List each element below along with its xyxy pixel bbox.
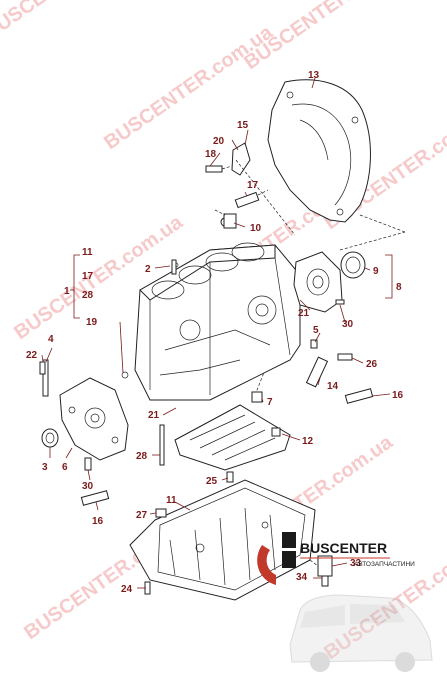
- bolt-28-part: [159, 424, 165, 466]
- watermark: BUSCENTER.com.ua: [100, 21, 277, 154]
- callout-label: 12: [302, 436, 314, 447]
- callout-label: 25: [206, 476, 218, 487]
- callout-label: 13: [308, 70, 320, 81]
- callout-label: 17: [82, 271, 94, 282]
- callout-bracket-8: [385, 254, 393, 299]
- callout-label: 28: [136, 451, 148, 462]
- bolt-16-left-part: [80, 490, 110, 506]
- bushing-10-part: [214, 209, 237, 229]
- callout-label: 4: [48, 334, 54, 345]
- callout-label: 22: [26, 350, 38, 361]
- bolt-17-part: [234, 189, 269, 209]
- callout-bracket-1: [70, 254, 80, 319]
- logo-tagline: АВТОЗАПЧАСТИНИ: [354, 561, 415, 568]
- callout-label: 6: [62, 462, 68, 473]
- callout-label: 10: [250, 223, 262, 234]
- bolt-27-part: [155, 508, 167, 518]
- callout-label: 1: [64, 286, 70, 297]
- callout-label: 11: [166, 495, 177, 506]
- sensor-13-part: [305, 339, 353, 388]
- callout-label: 2: [145, 264, 151, 275]
- fitting-7-part: [251, 391, 263, 403]
- callout-label: 9: [373, 266, 379, 277]
- seal-3-part: [41, 428, 59, 448]
- callout-label: 19: [86, 317, 98, 328]
- cover-plate-part: [267, 79, 371, 223]
- callout-label: 15: [237, 120, 249, 131]
- callout-label: 16: [392, 390, 404, 401]
- bus-illustration: [289, 594, 433, 672]
- buscenter-logo: BUSCENTER АВТОЗАПЧАСТИНИ: [257, 532, 415, 585]
- callout-label: 27: [136, 510, 148, 521]
- watermark: BUSCENTER.com.ua: [240, 0, 417, 74]
- watermark: BUSCENTER.com.ua: [0, 0, 157, 44]
- callout-label: 8: [396, 282, 402, 293]
- bolt-16-right-part: [344, 388, 374, 404]
- logo-name: BUSCENTER: [300, 540, 387, 556]
- rear-flange-part: [293, 251, 345, 313]
- leader-lines: [41, 77, 391, 589]
- callout-label: 18: [205, 149, 217, 160]
- callout-label: 34: [296, 572, 308, 583]
- callout-label: 26: [366, 359, 378, 370]
- engine-block-part: [121, 242, 301, 401]
- oil-baffle-part: [174, 404, 291, 471]
- stud-2-part: [171, 259, 177, 275]
- callout-label: 24: [121, 584, 133, 595]
- screw-24-part: [226, 471, 234, 483]
- bolt-4-part: [42, 359, 49, 397]
- callout-label: 20: [213, 136, 225, 147]
- sensor-bracket-part: [205, 142, 251, 176]
- seal-ring-9-part: [340, 251, 366, 279]
- callout-label: 21: [148, 410, 160, 421]
- callout-label: 30: [342, 319, 354, 330]
- front-cover-6-part: [59, 377, 129, 461]
- bolt-30-left-part: [84, 457, 92, 471]
- bolt-22-part: [39, 361, 46, 375]
- callout-label: 16: [92, 516, 104, 527]
- callout-label: 11: [82, 247, 93, 258]
- callout-label: 7: [267, 397, 273, 408]
- callout-label: 30: [82, 481, 94, 492]
- callout-label: 33: [350, 558, 362, 569]
- callout-label: 3: [42, 462, 48, 473]
- callout-label: 14: [327, 381, 339, 392]
- logo-mark-icon: [257, 545, 276, 585]
- callout-labels: 13 15 20 18 17 10 11 17 28 1 2 9 8 21 30…: [26, 70, 404, 595]
- callout-label: 21: [298, 308, 310, 319]
- oil-level-sensor-part: [309, 555, 333, 587]
- callout-label: 28: [82, 290, 94, 301]
- callout-label: 17: [247, 180, 259, 191]
- callout-label: 5: [313, 325, 319, 336]
